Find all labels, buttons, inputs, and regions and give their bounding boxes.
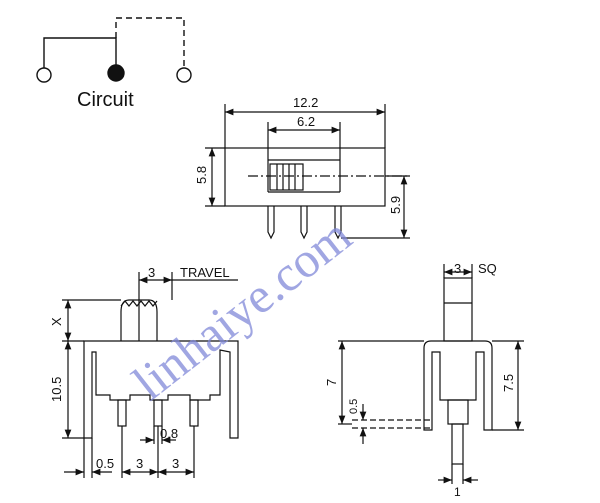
- dim-pin-pitch-2: 3: [172, 456, 179, 471]
- top-body-outline: [224, 147, 386, 207]
- end-frame-tab: [447, 399, 469, 425]
- end-view: [338, 264, 524, 484]
- dim-width-slot: 6.2: [297, 114, 315, 129]
- side-housing: [83, 340, 239, 439]
- dim-knob-size-unit: SQ: [478, 261, 497, 276]
- side-pin-1: [117, 399, 127, 427]
- dim-pin-pitch-1: 3: [136, 456, 143, 471]
- dim-end-pin-width: 1: [454, 485, 461, 498]
- dim-width-overall: 12.2: [293, 95, 318, 110]
- dim-pin-length: 5.9: [388, 196, 403, 214]
- end-housing: [423, 340, 493, 431]
- terminal-common-icon: [107, 64, 125, 82]
- end-actuator: [443, 277, 473, 342]
- circuit-solid-line: [43, 37, 117, 68]
- dim-travel-value: 3: [148, 265, 155, 280]
- end-pin-hidden: [352, 419, 432, 429]
- dim-end-body-inner: 7: [324, 379, 339, 386]
- dim-body-height: 10.5: [49, 377, 64, 402]
- dim-pin-width: 0.8: [160, 426, 178, 441]
- top-view: [205, 104, 410, 240]
- side-view: [62, 272, 239, 478]
- dim-knob-height: X: [49, 317, 64, 326]
- circuit-dashed-line: [115, 17, 185, 68]
- terminal-left-icon: [36, 67, 52, 83]
- dim-knob-size-value: 3: [454, 261, 461, 276]
- terminal-right-icon: [176, 67, 192, 83]
- circuit-symbol: [36, 17, 192, 83]
- dim-pin-offset: 0.5: [96, 456, 114, 471]
- circuit-label: Circuit: [77, 89, 134, 111]
- end-pin: [451, 423, 464, 465]
- dim-height: 5.8: [194, 166, 209, 184]
- dim-end-body-outer: 7.5: [501, 374, 516, 392]
- slider-knob: [269, 163, 304, 191]
- dim-end-pin-thickness: 0.5: [348, 399, 360, 414]
- dim-travel-label: TRAVEL: [180, 265, 230, 280]
- side-pin-3: [189, 399, 199, 427]
